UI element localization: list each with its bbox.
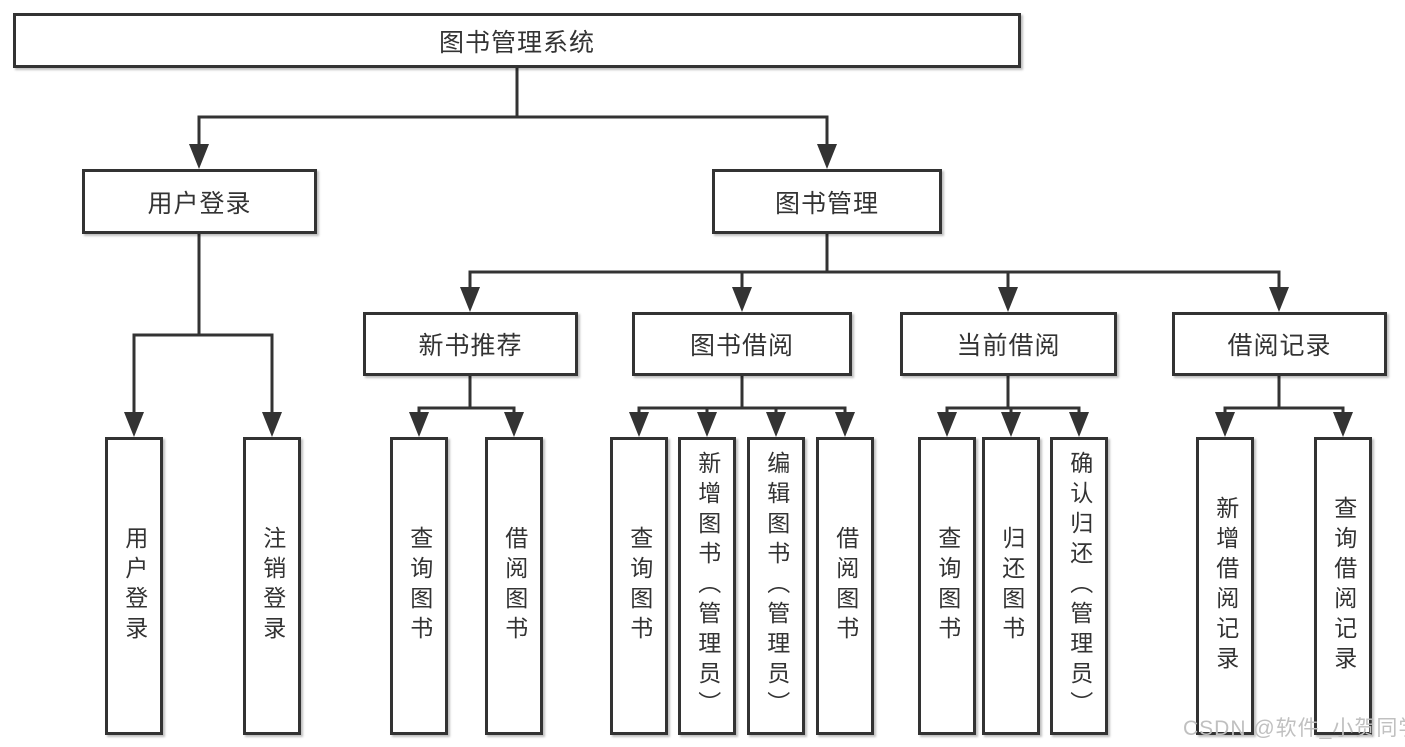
node-current-borrow: 当前借阅 (900, 312, 1117, 376)
leaf-borrow-books-recommend-label: 借阅图书 (501, 526, 528, 646)
leaf-return-books-label: 归还图书 (998, 526, 1025, 646)
node-root: 图书管理系统 (13, 13, 1021, 68)
arrowhead (629, 412, 649, 437)
leaf-query-borrow-record: 查询借阅记录 (1314, 437, 1372, 735)
arrowhead (1215, 412, 1235, 437)
arrowhead (1269, 287, 1289, 312)
leaf-query-books-recommend-label: 查询图书 (406, 526, 433, 646)
arrowhead (1333, 412, 1353, 437)
leaf-borrow-books-label: 借阅图书 (832, 526, 859, 646)
node-current-borrow-label: 当前借阅 (956, 332, 1061, 360)
leaf-user-login: 用户登录 (105, 437, 163, 735)
leaf-add-books-admin: 新增图书（管理员） (678, 437, 736, 735)
arrowhead (732, 287, 752, 312)
leaf-add-borrow-record: 新增借阅记录 (1196, 437, 1254, 735)
arrowhead (697, 412, 717, 437)
node-book-borrow: 图书借阅 (632, 312, 852, 376)
node-book-management: 图书管理 (712, 169, 942, 234)
connector-currentborrow-to-leaves (945, 376, 1081, 416)
connector-borrowrecords-to-leaves (1223, 376, 1345, 416)
leaf-confirm-return-admin-label: 确认归还（管理员） (1066, 451, 1093, 721)
leaf-add-borrow-record-label: 新增借阅记录 (1212, 496, 1239, 676)
node-borrow-records-label: 借阅记录 (1227, 332, 1332, 360)
leaf-return-books: 归还图书 (982, 437, 1040, 735)
connector-bookmgmt-to-level3 (468, 234, 1281, 290)
leaf-logout-label: 注销登录 (259, 526, 286, 646)
leaf-query-books-borrow: 查询图书 (610, 437, 668, 735)
node-new-book-recommend-label: 新书推荐 (418, 332, 523, 360)
leaf-edit-books-admin-label: 编辑图书（管理员） (763, 451, 790, 721)
leaf-user-login-label: 用户登录 (121, 526, 148, 646)
arrowhead (504, 412, 524, 437)
leaf-query-borrow-record-label: 查询借阅记录 (1330, 496, 1357, 676)
connector-newbook-to-leaves (417, 376, 516, 416)
leaf-add-books-admin-label: 新增图书（管理员） (694, 451, 721, 721)
leaf-query-books-recommend: 查询图书 (390, 437, 448, 735)
connector-root-to-level2 (197, 68, 829, 148)
arrowhead (1001, 412, 1021, 437)
leaf-borrow-books-recommend: 借阅图书 (485, 437, 543, 735)
arrowhead (124, 412, 144, 437)
node-borrow-records: 借阅记录 (1172, 312, 1387, 376)
arrowhead (835, 412, 855, 437)
connector-userlogin-to-leaves (132, 234, 274, 415)
arrowhead (460, 287, 480, 312)
leaf-query-books-borrow-label: 查询图书 (626, 526, 653, 646)
leaf-logout: 注销登录 (243, 437, 301, 735)
leaf-borrow-books: 借阅图书 (816, 437, 874, 735)
arrowhead (1069, 412, 1089, 437)
arrowhead (189, 144, 209, 169)
node-root-label: 图书管理系统 (438, 28, 595, 57)
leaf-query-books-current-label: 查询图书 (934, 526, 961, 646)
arrowhead (409, 412, 429, 437)
arrowhead (262, 412, 282, 437)
node-user-login: 用户登录 (82, 169, 317, 234)
connector-bookborrow-to-leaves (637, 376, 847, 416)
arrowhead (937, 412, 957, 437)
node-user-login-label: 用户登录 (147, 189, 252, 218)
watermark: CSDN @软件_小贺同学 (1183, 717, 1405, 740)
arrowhead (998, 287, 1018, 312)
arrowhead (766, 412, 786, 437)
arrowhead (817, 144, 837, 169)
leaf-query-books-current: 查询图书 (918, 437, 976, 735)
leaf-confirm-return-admin: 确认归还（管理员） (1050, 437, 1108, 735)
node-new-book-recommend: 新书推荐 (363, 312, 578, 376)
node-book-borrow-label: 图书借阅 (689, 332, 794, 360)
node-book-management-label: 图书管理 (774, 189, 879, 218)
leaf-edit-books-admin: 编辑图书（管理员） (747, 437, 805, 735)
